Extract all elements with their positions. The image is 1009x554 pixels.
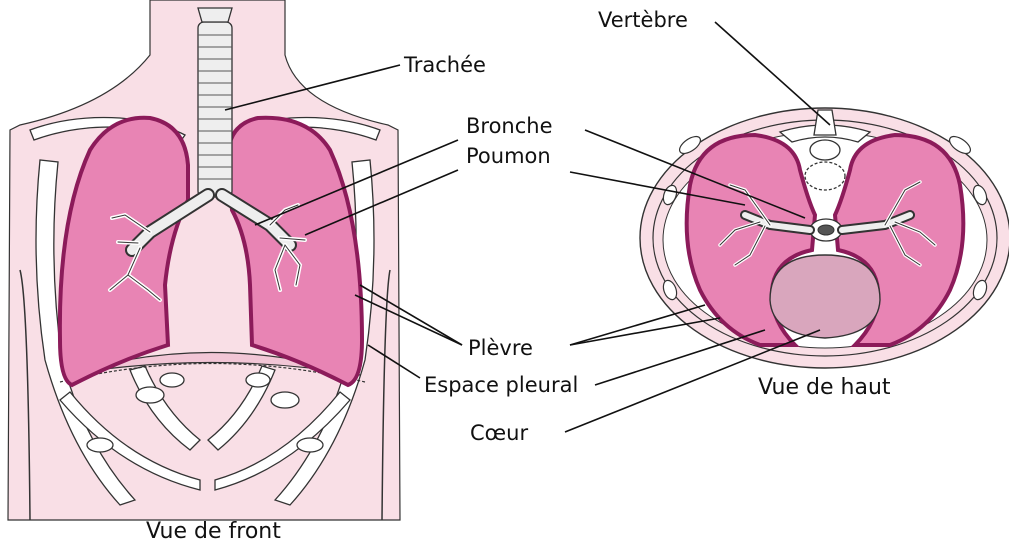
trachea-front	[198, 8, 232, 197]
label-vertebra: Vertèbre	[598, 8, 688, 32]
label-lung: Poumon	[466, 144, 551, 168]
label-bronchus: Bronche	[466, 114, 553, 138]
heart-top	[770, 255, 880, 338]
label-trachea: Trachée	[403, 53, 486, 77]
caption-front-view: Vue de front	[146, 519, 281, 544]
caption-top-view: Vue de haut	[758, 375, 891, 400]
label-heart: Cœur	[470, 421, 528, 445]
label-pleural-space: Espace pleural	[424, 373, 578, 397]
front-view	[8, 0, 400, 520]
top-view	[640, 108, 1009, 368]
label-pleura: Plèvre	[468, 336, 533, 360]
